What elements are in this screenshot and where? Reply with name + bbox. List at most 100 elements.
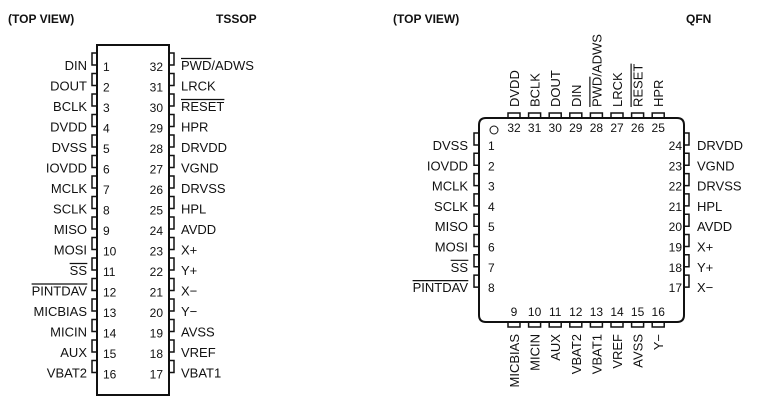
pin-number: 17 [669,281,683,295]
pin-number: 13 [103,306,117,320]
pin-lead [473,172,479,187]
pin-lead [684,193,690,207]
pin-number: 30 [549,121,563,135]
tssop-pin-15: 15 AUX [60,339,117,361]
pin-name: MICIN [50,325,87,340]
pin-number: 25 [150,204,164,218]
pin-lead [684,172,690,187]
pin-number: 18 [669,261,683,275]
pin-lead [91,236,97,251]
pin-name-rest: /ADWS [589,34,604,77]
pin-number: 7 [488,261,495,275]
pin-lead [473,254,479,268]
pin-number: 14 [103,327,117,341]
pin-name: AUX [60,345,87,360]
qfn-pin-17: 17 X− [669,274,713,295]
pin-number: 8 [103,204,110,218]
pin-name: DRVDD [697,138,743,153]
pin-number: 12 [103,286,117,300]
pin-number: 26 [150,183,164,197]
pin-lead [684,233,690,248]
pin-lead [651,112,665,118]
pin-name: RESET [181,99,224,114]
pin-lead [169,277,175,292]
pin-number: 24 [150,224,164,238]
pin-name: DIN [569,85,584,107]
pin-number: 29 [569,121,583,135]
pin-number: 25 [652,121,666,135]
pin-number: 12 [569,305,583,319]
pin-number: 21 [150,286,164,300]
pin-number: 8 [488,281,495,295]
pin-name: VREF [181,345,216,360]
pin-lead [169,318,175,333]
pin-lead [684,152,690,167]
pin-lead [651,322,665,328]
pin-lead [169,175,175,189]
pin-name: VGND [181,161,219,176]
qfn-pin-16: 16Y− [651,305,666,350]
pin-name: VBAT2 [569,334,584,374]
pin-name: Y+ [181,263,197,278]
qfn-package-body [478,117,685,323]
pin-number: 22 [150,265,164,279]
pin-lead [91,257,97,271]
pin-name: X− [697,280,713,295]
pin-name: MISO [435,219,468,234]
pin-number: 15 [103,347,117,361]
pin-number: 6 [488,241,495,255]
pin-name: MICBIAS [507,334,522,388]
pin-lead [569,322,583,328]
pin-lead [684,213,690,227]
pin-number: 23 [669,159,683,173]
pin-number: 3 [488,180,495,194]
pin-name: MOSI [54,243,87,258]
pin-number: 9 [103,224,110,238]
pin-lead [169,236,175,251]
pin-number: 19 [669,241,683,255]
pin-name: X+ [181,243,197,258]
qfn-pin-23: 23 VGND [669,152,735,173]
pin-lead [91,93,97,107]
pin-number: 10 [528,305,542,319]
pin-lead [684,274,690,288]
pin-number: 16 [652,305,666,319]
pin-name: RESET [631,64,646,107]
pin-lead [610,322,624,328]
pin-lead [91,339,97,353]
pin-lead [169,113,175,128]
pin-name: IOVDD [46,161,87,176]
pin-name: AVDD [697,219,732,234]
pin-number: 1 [103,60,110,74]
pin-name: X− [181,284,197,299]
pin-lead [527,322,542,328]
pin-name: DVDD [50,120,87,135]
tssop-package-label: TSSOP [216,12,257,26]
pin-name: VGND [697,158,735,173]
tssop-pin-14: 14 MICIN [50,318,117,341]
pin-lead [91,298,97,312]
pin-lead [169,216,175,230]
pin-lead [473,193,479,207]
